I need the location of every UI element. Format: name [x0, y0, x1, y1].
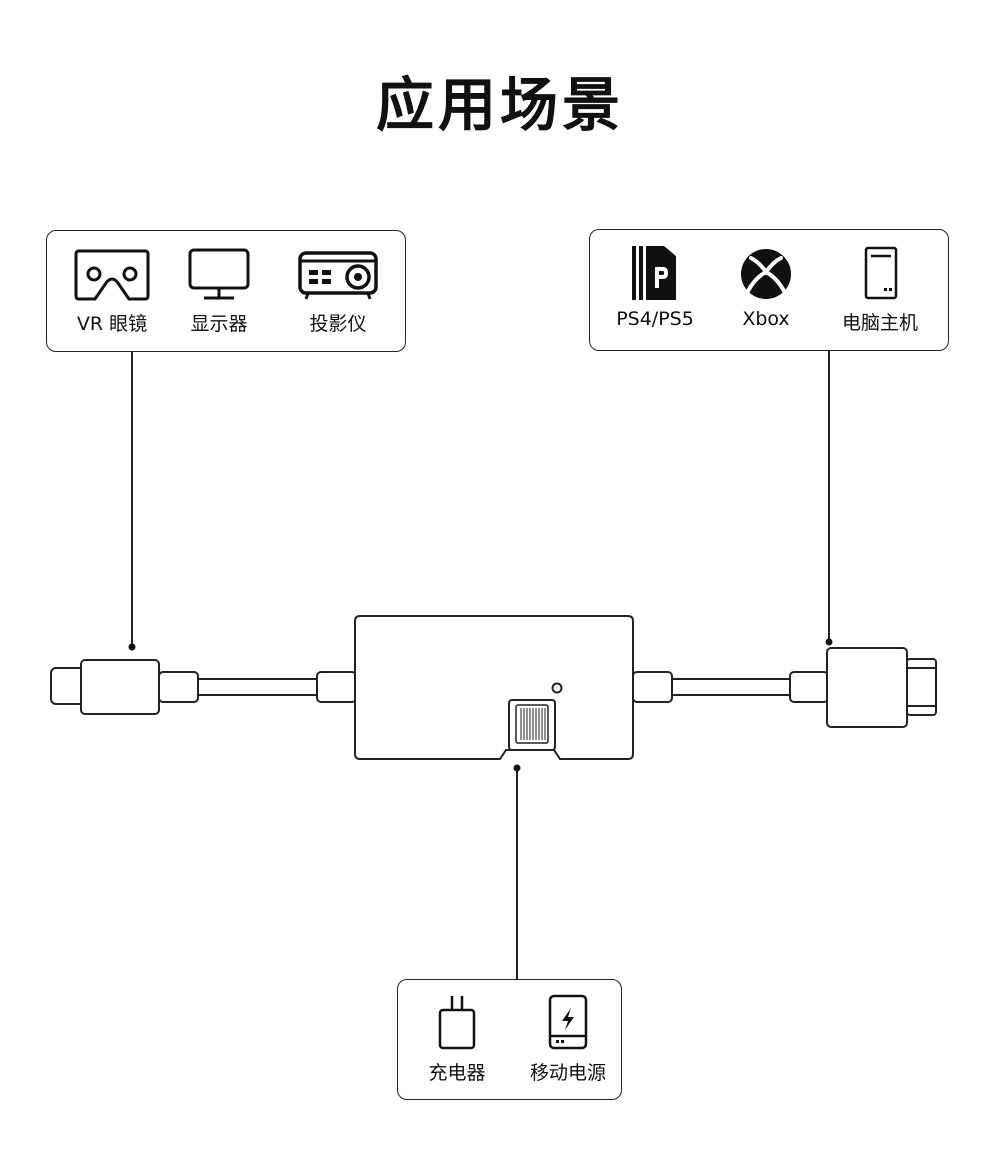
monitor-icon — [188, 248, 250, 300]
label-pc-tower: 电脑主机 — [841, 312, 918, 334]
status-led — [551, 682, 563, 694]
label-monitor: 显示器 — [190, 313, 248, 335]
item-pc-tower: 电脑主机 — [830, 244, 930, 335]
adapter-body — [354, 615, 634, 760]
usb-c-plug — [80, 659, 160, 715]
label-playstation: PS4/PS5 — [616, 308, 694, 330]
usb-c-strain-relief — [158, 671, 199, 703]
playstation-icon — [632, 246, 676, 300]
item-projector: 投影仪 — [292, 247, 384, 336]
usb-c-tip — [50, 667, 86, 705]
display-devices-box: VR 眼镜 显示器 投影仪 — [46, 230, 406, 352]
right-cable-boot — [632, 671, 673, 703]
label-projector: 投影仪 — [309, 313, 367, 335]
usb-c-port — [508, 699, 556, 751]
left-cable-boot — [316, 671, 357, 703]
item-monitor: 显示器 — [177, 247, 261, 336]
pc-tower-icon — [864, 246, 898, 300]
page-title: 应用场景 — [375, 71, 624, 139]
hdmi-strain-relief — [789, 671, 829, 703]
label-charger: 充电器 — [428, 1062, 486, 1084]
vr-headset-icon — [74, 249, 150, 301]
label-vr-headset: VR 眼镜 — [76, 313, 148, 335]
hdmi-plug — [826, 647, 908, 728]
item-xbox: Xbox — [721, 244, 811, 330]
power-sources-box: 充电器 移动电源 — [397, 979, 622, 1100]
label-power-bank: 移动电源 — [529, 1062, 606, 1084]
charger-icon — [438, 996, 476, 1050]
label-xbox: Xbox — [742, 308, 790, 330]
hdmi-tip — [906, 658, 937, 716]
xbox-icon — [741, 249, 791, 299]
power-bank-icon — [548, 994, 588, 1050]
item-vr-headset: VR 眼镜 — [67, 247, 157, 336]
item-power-bank: 移动电源 — [516, 994, 620, 1085]
item-charger: 充电器 — [412, 994, 502, 1085]
projector-icon — [298, 251, 378, 300]
item-playstation: PS4/PS5 — [600, 244, 710, 330]
source-devices-box: PS4/PS5 Xbox 电脑主机 — [589, 229, 949, 351]
